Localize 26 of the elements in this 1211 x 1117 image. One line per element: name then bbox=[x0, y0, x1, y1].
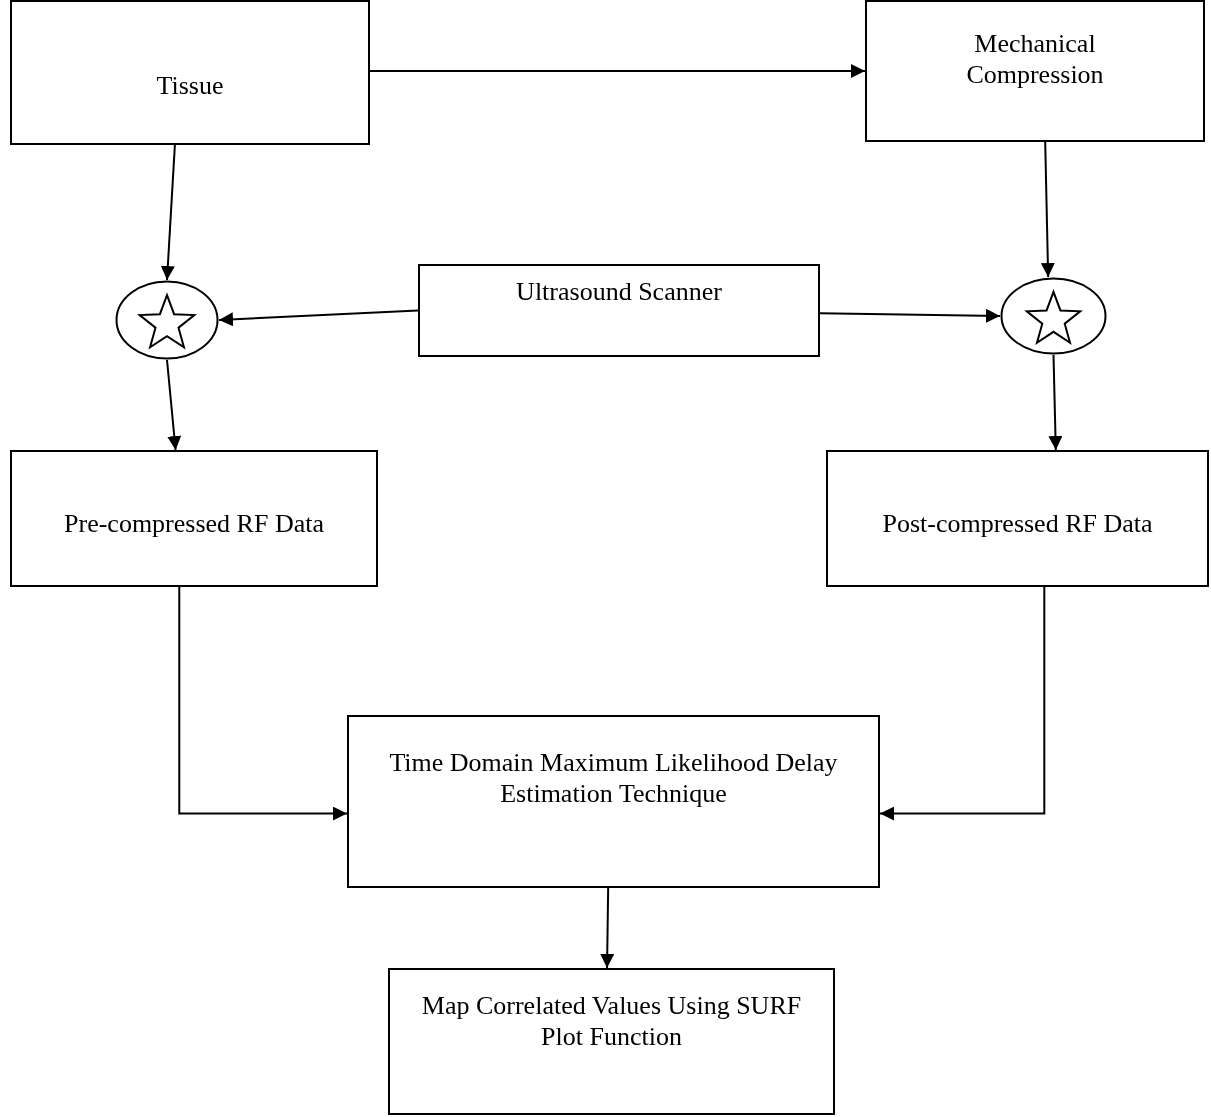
box-label: Pre-compressed RF Data bbox=[64, 508, 324, 540]
arrow bbox=[600, 887, 615, 969]
box-label: Post-compressed RF Data bbox=[882, 508, 1153, 540]
process-box bbox=[418, 264, 820, 357]
arrow bbox=[1040, 141, 1055, 278]
arrow bbox=[369, 64, 866, 78]
arrow bbox=[166, 359, 182, 451]
arrow bbox=[1048, 354, 1063, 451]
box-label: Mechanical Compression bbox=[965, 28, 1105, 91]
process-box bbox=[10, 0, 370, 145]
circle-node bbox=[115, 280, 219, 360]
arrow bbox=[218, 309, 419, 327]
arrow bbox=[819, 308, 1001, 323]
box-label: Time Domain Maximum Likelihood Delay Estimation Technique bbox=[388, 747, 839, 810]
process-box bbox=[10, 450, 378, 587]
arrow bbox=[879, 586, 1046, 821]
box-label: Map Correlated Values Using SURF Plot Function bbox=[420, 990, 803, 1053]
process-box bbox=[388, 968, 835, 1115]
process-box bbox=[347, 715, 880, 888]
box-label: Tissue bbox=[156, 70, 224, 102]
arrow bbox=[178, 586, 348, 821]
process-box bbox=[826, 450, 1209, 587]
arrow bbox=[160, 144, 176, 281]
circle-node bbox=[1000, 277, 1107, 355]
box-label: Ultrasound Scanner bbox=[516, 276, 722, 308]
process-box bbox=[865, 0, 1205, 142]
